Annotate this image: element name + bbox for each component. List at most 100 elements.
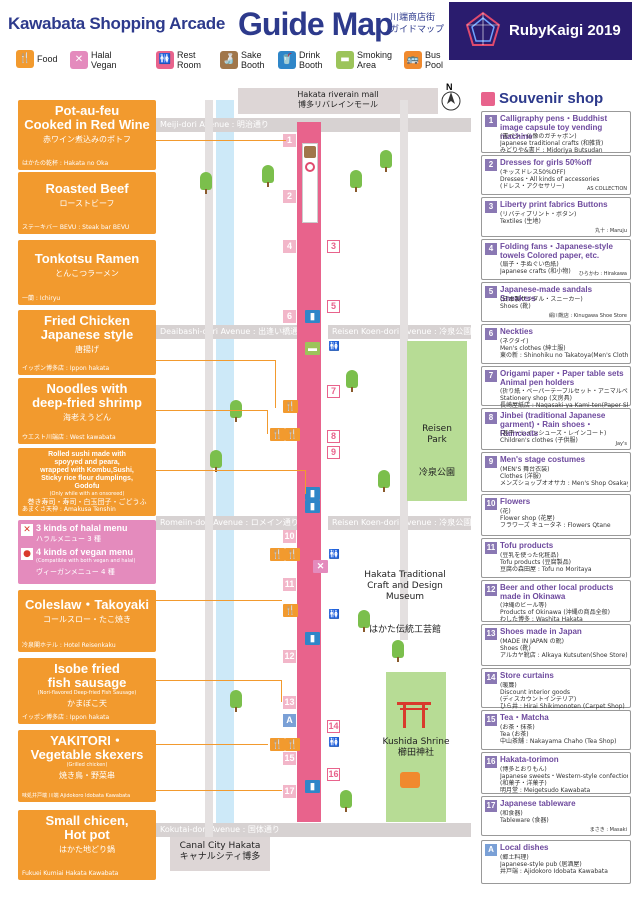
food-icon-5: 🍴 bbox=[285, 548, 300, 561]
shop-5[interactable]: 5 bbox=[327, 300, 340, 313]
food-name: Small chicen, Hot pot bbox=[45, 813, 129, 842]
legend-halal: ✕ Halal Vegan bbox=[70, 50, 117, 70]
food-item-noodles-shrimp[interactable]: Noodles with deep-fried shrimp 海老えうどん ウエ… bbox=[18, 378, 156, 444]
food-shop: 冷泉閣ホテル : Hotel Reisenkaku bbox=[22, 642, 116, 649]
reisen-park-area bbox=[407, 341, 467, 501]
stall-12[interactable]: 12 bbox=[283, 650, 296, 663]
shop-name: ひらかわ : Hirakawa bbox=[578, 271, 627, 277]
shop-14[interactable]: 14 bbox=[327, 720, 340, 733]
shop-description: (ネクタイ) Men's clothes (紳士服) 東の新 : Shinohi… bbox=[500, 338, 628, 359]
food-jp: コールスロー・たこ焼き bbox=[43, 615, 131, 624]
food-item-isobe-fried[interactable]: Isobe fried fish sausage (Nori-flavored … bbox=[18, 658, 156, 724]
romeiin-dori-avenue: Romeiin-dori Avenue : ロメイン通り bbox=[156, 516, 316, 530]
souvenir-icon bbox=[481, 92, 495, 106]
shop-name: 絹川靴店 : Kinugawa Shoe Store bbox=[548, 313, 627, 319]
stall-15[interactable]: 15 bbox=[283, 752, 296, 765]
food-icon-6: 🍴 bbox=[283, 604, 298, 617]
stall-4[interactable]: 4 bbox=[283, 240, 296, 253]
halal-menu-en: 3 kinds of halal menu bbox=[36, 523, 128, 533]
restroom-icon-1: 🚻 bbox=[327, 340, 342, 353]
shop-number: 6 bbox=[485, 328, 497, 340]
food-jp: かまぼこ天 bbox=[67, 699, 107, 708]
shop-3[interactable]: 3 bbox=[327, 240, 340, 253]
halal-vegan-box[interactable]: ✕ 3 kinds of halal menu ハラルメニュー 3 種 ● 4 … bbox=[18, 520, 156, 584]
drink-booth-icon-2: ▮ bbox=[305, 487, 320, 500]
park-jp: 冷泉公園 bbox=[418, 468, 455, 478]
stall-a[interactable]: A bbox=[283, 714, 296, 727]
shop-name: 丸十 : Maruju bbox=[594, 228, 627, 234]
shop-title: Origami paper・Paper table sets Animal pe… bbox=[500, 369, 624, 387]
sake-icon: 🍶 bbox=[220, 51, 238, 69]
stall-17[interactable]: 17 bbox=[283, 785, 296, 798]
museum-en: Hakata Traditional Craft and Design Muse… bbox=[364, 570, 446, 602]
food-item-coleslaw-takoyaki[interactable]: Coleslaw・Takoyaki コールスロー・たこ焼き 冷泉閣ホテル : H… bbox=[18, 590, 156, 652]
food-jp: 海老えうどん bbox=[63, 413, 111, 422]
shop-9[interactable]: 9 bbox=[327, 446, 340, 459]
food-sub: (Only while with an onsoreed) bbox=[49, 491, 125, 497]
food-jp: 赤ワイン煮込みのポトフ bbox=[43, 135, 131, 144]
food-icon-1: 🍴 bbox=[283, 400, 298, 413]
stall-13[interactable]: 13 bbox=[283, 696, 296, 709]
food-item-tonkotsu-ramen[interactable]: Tonkotsu Ramen とんこつラーメン 一蘭 : Ichiryu bbox=[18, 240, 156, 305]
food-name: Coleslaw・Takoyaki bbox=[24, 597, 150, 612]
stall-1[interactable]: 1 bbox=[283, 134, 296, 147]
shop-8[interactable]: 8 bbox=[327, 430, 340, 443]
shop-name: Jay's bbox=[615, 441, 627, 447]
food-item-roasted-beef[interactable]: Roasted Beef ローストビーフ ステーキバー BEVU : Steak… bbox=[18, 172, 156, 234]
stall-10[interactable]: 10 bbox=[283, 530, 296, 543]
shop-7[interactable]: 7 bbox=[327, 385, 340, 398]
shop-number: 14 bbox=[485, 672, 497, 684]
shrine-jp: 櫛田神社 bbox=[397, 748, 434, 758]
shop-description: (リバティプリント・ボタン) Textiles (生地) bbox=[500, 211, 577, 225]
shop-description: (MADE IN JAPAN の靴) Shoes (靴) アルカヤ靴店 : Al… bbox=[500, 638, 628, 659]
food-shop: 一蘭 : Ichiryu bbox=[22, 295, 61, 302]
food-item-hot-pot[interactable]: Small chicen, Hot pot はかた地どり鍋 Fukuei Kum… bbox=[18, 810, 156, 880]
canal-city-jp: キャナルシティ博多 bbox=[179, 852, 261, 862]
stall-11[interactable]: 11 bbox=[283, 578, 296, 591]
shop-description: (お茶・抹茶) Tea (お茶) 中山茶舗 : Nakayama Chaho (… bbox=[500, 724, 617, 745]
shop-16[interactable]: 16 bbox=[327, 768, 340, 781]
reisen-park-label: Reisen Park 冷泉公園 bbox=[407, 402, 467, 490]
food-item-rolled-sushi[interactable]: Rolled sushi made with spoyyed and peara… bbox=[18, 448, 156, 516]
shop-number: 2 bbox=[485, 159, 497, 171]
connector-line bbox=[156, 744, 268, 745]
food-sub: (Nori-flavored Deep-fried Fish Sausage) bbox=[37, 690, 137, 696]
legend-bus: 🚌 Bus Pool bbox=[404, 50, 443, 70]
food-item-yakitori[interactable]: YAKITORI・ Vegetable skexers (Grilled chi… bbox=[18, 730, 156, 802]
legend-sake: 🍶 Sake Booth bbox=[220, 50, 265, 70]
food-item-fried-chicken[interactable]: Fried Chicken Japanese style 唐揚げ イッポン博多店… bbox=[18, 310, 156, 375]
legend-label: Drink Booth bbox=[299, 50, 323, 70]
food-shop: 味処井戸端 川端 Ajidokoro Idobata Kawabata bbox=[22, 793, 131, 799]
shop-title: Dresses for girls 50%off bbox=[500, 158, 592, 167]
drink-booth-icon: ▮ bbox=[305, 310, 320, 323]
stall-2[interactable]: 2 bbox=[283, 190, 296, 203]
stall-6[interactable]: 6 bbox=[283, 310, 296, 323]
shop-title: Neckties bbox=[500, 327, 533, 336]
page-title: Kawabata Shopping Arcade bbox=[8, 14, 225, 33]
tree bbox=[346, 370, 358, 392]
food-icon-8: 🍴 bbox=[285, 738, 300, 751]
shop-number: 5 bbox=[485, 286, 497, 298]
legend-label: Food bbox=[37, 54, 58, 64]
food-item-pot-au-feu[interactable]: Pot-au-feu Cooked in Red Wine 赤ワイン煮込みのポト… bbox=[18, 100, 156, 170]
shop-number: 4 bbox=[485, 243, 497, 255]
smoking-area-icon: ▬ bbox=[305, 342, 320, 355]
